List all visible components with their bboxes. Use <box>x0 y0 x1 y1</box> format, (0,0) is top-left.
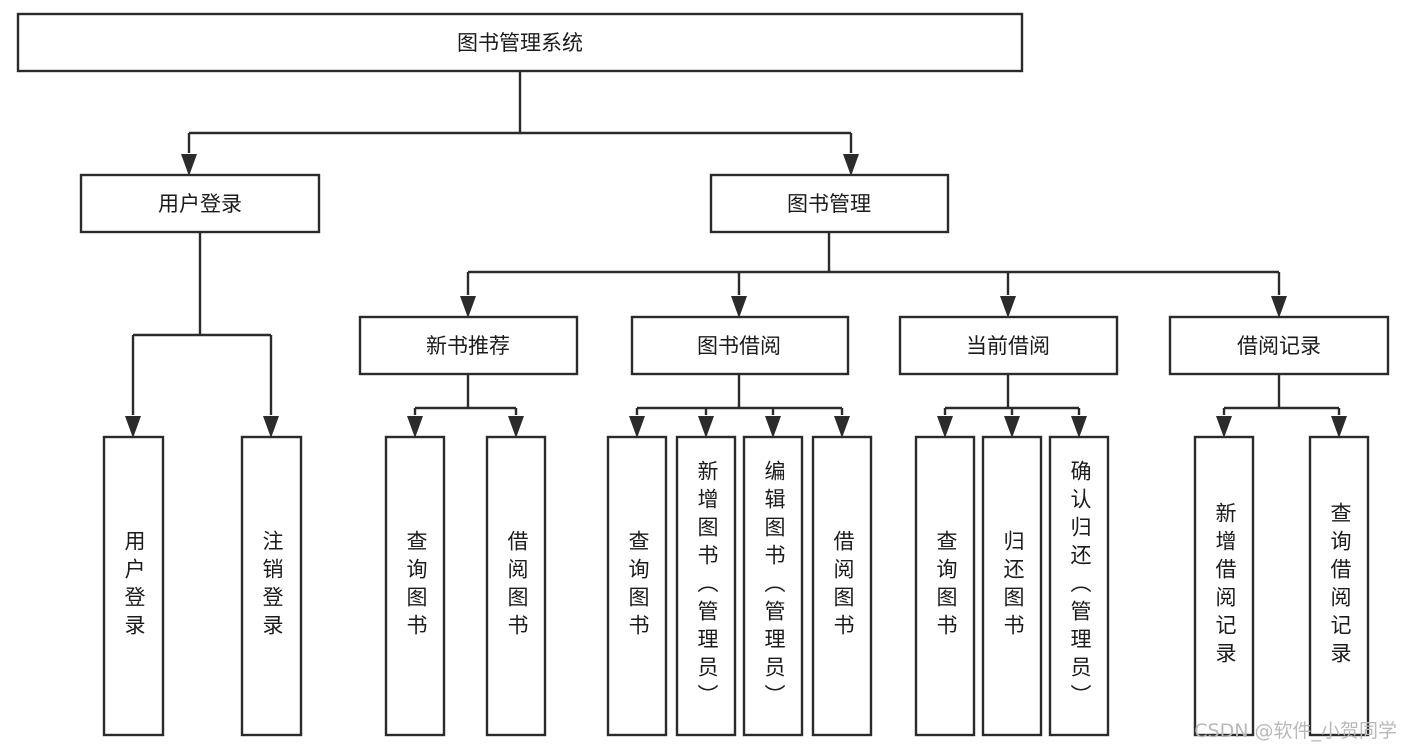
node-leaf-borrow-book-1-label: 借阅图书 <box>505 530 529 642</box>
node-leaf-query-book-2-label: 查询图书 <box>626 530 650 642</box>
node-borrow-record-label: 借阅记录 <box>1237 334 1321 358</box>
node-user-login-box[interactable] <box>79 173 321 234</box>
node-book-borrow-label: 图书借阅 <box>697 334 781 358</box>
node-leaf-query-book-2-box[interactable] <box>606 435 668 737</box>
arrow-head-leaf-add-record <box>1216 416 1232 438</box>
node-leaf-confirm-return-label: 确认归还（管理员） <box>1068 460 1092 712</box>
arrow-head-leaf-add-book <box>698 416 714 438</box>
node-leaf-user-login-box[interactable] <box>102 435 165 737</box>
node-leaf-query-book-3[interactable]: 查询图书 <box>914 435 976 737</box>
arrow-head-user-login <box>181 154 197 176</box>
arrow-head-new-book-recommend <box>460 296 476 318</box>
connector-group-book-manage <box>460 232 1287 318</box>
node-leaf-query-book-2[interactable]: 查询图书 <box>606 435 668 737</box>
node-leaf-query-book-1-box[interactable] <box>384 435 446 737</box>
arrow-head-leaf-query-book-2 <box>629 416 645 438</box>
node-leaf-query-record-label: 查询借阅记录 <box>1328 502 1352 670</box>
node-current-borrow-label: 当前借阅 <box>966 334 1050 358</box>
node-book-manage-label: 图书管理 <box>787 192 871 216</box>
node-leaf-borrow-book-2[interactable]: 借阅图书 <box>811 435 873 737</box>
arrow-head-borrow-record <box>1271 296 1287 318</box>
node-leaf-add-book-box[interactable] <box>675 435 737 737</box>
arrow-head-leaf-borrow-book-1 <box>508 416 524 438</box>
arrow-head-leaf-query-book-1 <box>407 416 423 438</box>
connector-group-new-book-recommend <box>407 374 524 438</box>
node-book-manage-box[interactable] <box>709 173 950 234</box>
node-leaf-query-book-3-box[interactable] <box>914 435 976 737</box>
node-leaf-borrow-book-1[interactable]: 借阅图书 <box>485 435 547 737</box>
node-leaf-query-book-1-label: 查询图书 <box>404 530 428 642</box>
node-root-box[interactable] <box>16 12 1024 73</box>
arrow-head-leaf-edit-book <box>765 416 781 438</box>
node-leaf-borrow-book-2-label: 借阅图书 <box>831 530 855 642</box>
node-leaf-edit-book[interactable]: 编辑图书（管理员） <box>742 435 804 737</box>
node-leaf-add-record[interactable]: 新增借阅记录 <box>1193 435 1255 737</box>
node-leaf-return-book-box[interactable] <box>981 435 1043 737</box>
arrow-head-leaf-user-login <box>125 416 141 438</box>
node-leaf-query-record-box[interactable] <box>1308 435 1370 737</box>
arrow-head-leaf-query-record <box>1331 416 1347 438</box>
node-leaf-query-book-3-label: 查询图书 <box>934 530 958 642</box>
node-leaf-user-login[interactable]: 用户登录 <box>102 435 165 737</box>
node-new-book-recommend-box[interactable] <box>358 315 579 376</box>
node-new-book-recommend-label: 新书推荐 <box>426 334 510 358</box>
node-leaf-add-record-box[interactable] <box>1193 435 1255 737</box>
node-current-borrow-box[interactable] <box>898 315 1119 376</box>
arrow-head-leaf-query-book-3 <box>937 416 953 438</box>
connector-group-borrow-record <box>1216 374 1347 438</box>
csdn-watermark: CSDN @软件_小贺同学 <box>1194 720 1397 742</box>
node-current-borrow[interactable]: 当前借阅 <box>898 315 1119 376</box>
node-leaf-query-book-1[interactable]: 查询图书 <box>384 435 446 737</box>
node-new-book-recommend[interactable]: 新书推荐 <box>358 315 579 376</box>
arrow-head-leaf-confirm-return <box>1071 416 1087 438</box>
arrow-head-leaf-borrow-book-2 <box>834 416 850 438</box>
node-leaf-edit-book-box[interactable] <box>742 435 804 737</box>
arrow-head-leaf-user-logout <box>263 416 279 438</box>
node-user-login[interactable]: 用户登录 <box>79 173 321 234</box>
arrow-head-current-borrow <box>1000 296 1016 318</box>
node-root-label: 图书管理系统 <box>457 31 583 55</box>
node-leaf-edit-book-label: 编辑图书（管理员） <box>762 460 786 712</box>
arrow-head-book-borrow <box>731 296 747 318</box>
connector-group-root <box>181 71 859 176</box>
node-book-manage[interactable]: 图书管理 <box>709 173 950 234</box>
connector-group-book-borrow <box>629 374 850 438</box>
arrow-head-leaf-return-book <box>1004 416 1020 438</box>
node-leaf-add-book-label: 新增图书（管理员） <box>695 460 719 712</box>
arrow-head-book-manage <box>843 154 859 176</box>
node-user-login-label: 用户登录 <box>158 192 242 216</box>
node-leaf-return-book[interactable]: 归还图书 <box>981 435 1043 737</box>
node-leaf-borrow-book-2-box[interactable] <box>811 435 873 737</box>
node-borrow-record-box[interactable] <box>1168 315 1390 376</box>
node-root[interactable]: 图书管理系统 <box>16 12 1024 73</box>
node-leaf-user-logout-box[interactable] <box>240 435 303 737</box>
node-leaf-confirm-return-box[interactable] <box>1048 435 1110 737</box>
node-leaf-user-logout-label: 注销登录 <box>260 530 284 642</box>
node-leaf-add-record-label: 新增借阅记录 <box>1213 502 1237 670</box>
node-book-borrow-box[interactable] <box>630 315 850 376</box>
node-leaf-borrow-book-1-box[interactable] <box>485 435 547 737</box>
node-leaf-user-logout[interactable]: 注销登录 <box>240 435 303 737</box>
node-leaf-confirm-return[interactable]: 确认归还（管理员） <box>1048 435 1110 737</box>
node-book-borrow[interactable]: 图书借阅 <box>630 315 850 376</box>
node-leaf-return-book-label: 归还图书 <box>1001 530 1025 642</box>
node-leaf-user-login-label: 用户登录 <box>122 530 146 642</box>
node-leaf-add-book[interactable]: 新增图书（管理员） <box>675 435 737 737</box>
connector-group-user-login <box>125 232 279 438</box>
connector-group-current-borrow <box>937 374 1087 438</box>
node-leaf-query-record[interactable]: 查询借阅记录 <box>1308 435 1370 737</box>
node-borrow-record[interactable]: 借阅记录 <box>1168 315 1390 376</box>
